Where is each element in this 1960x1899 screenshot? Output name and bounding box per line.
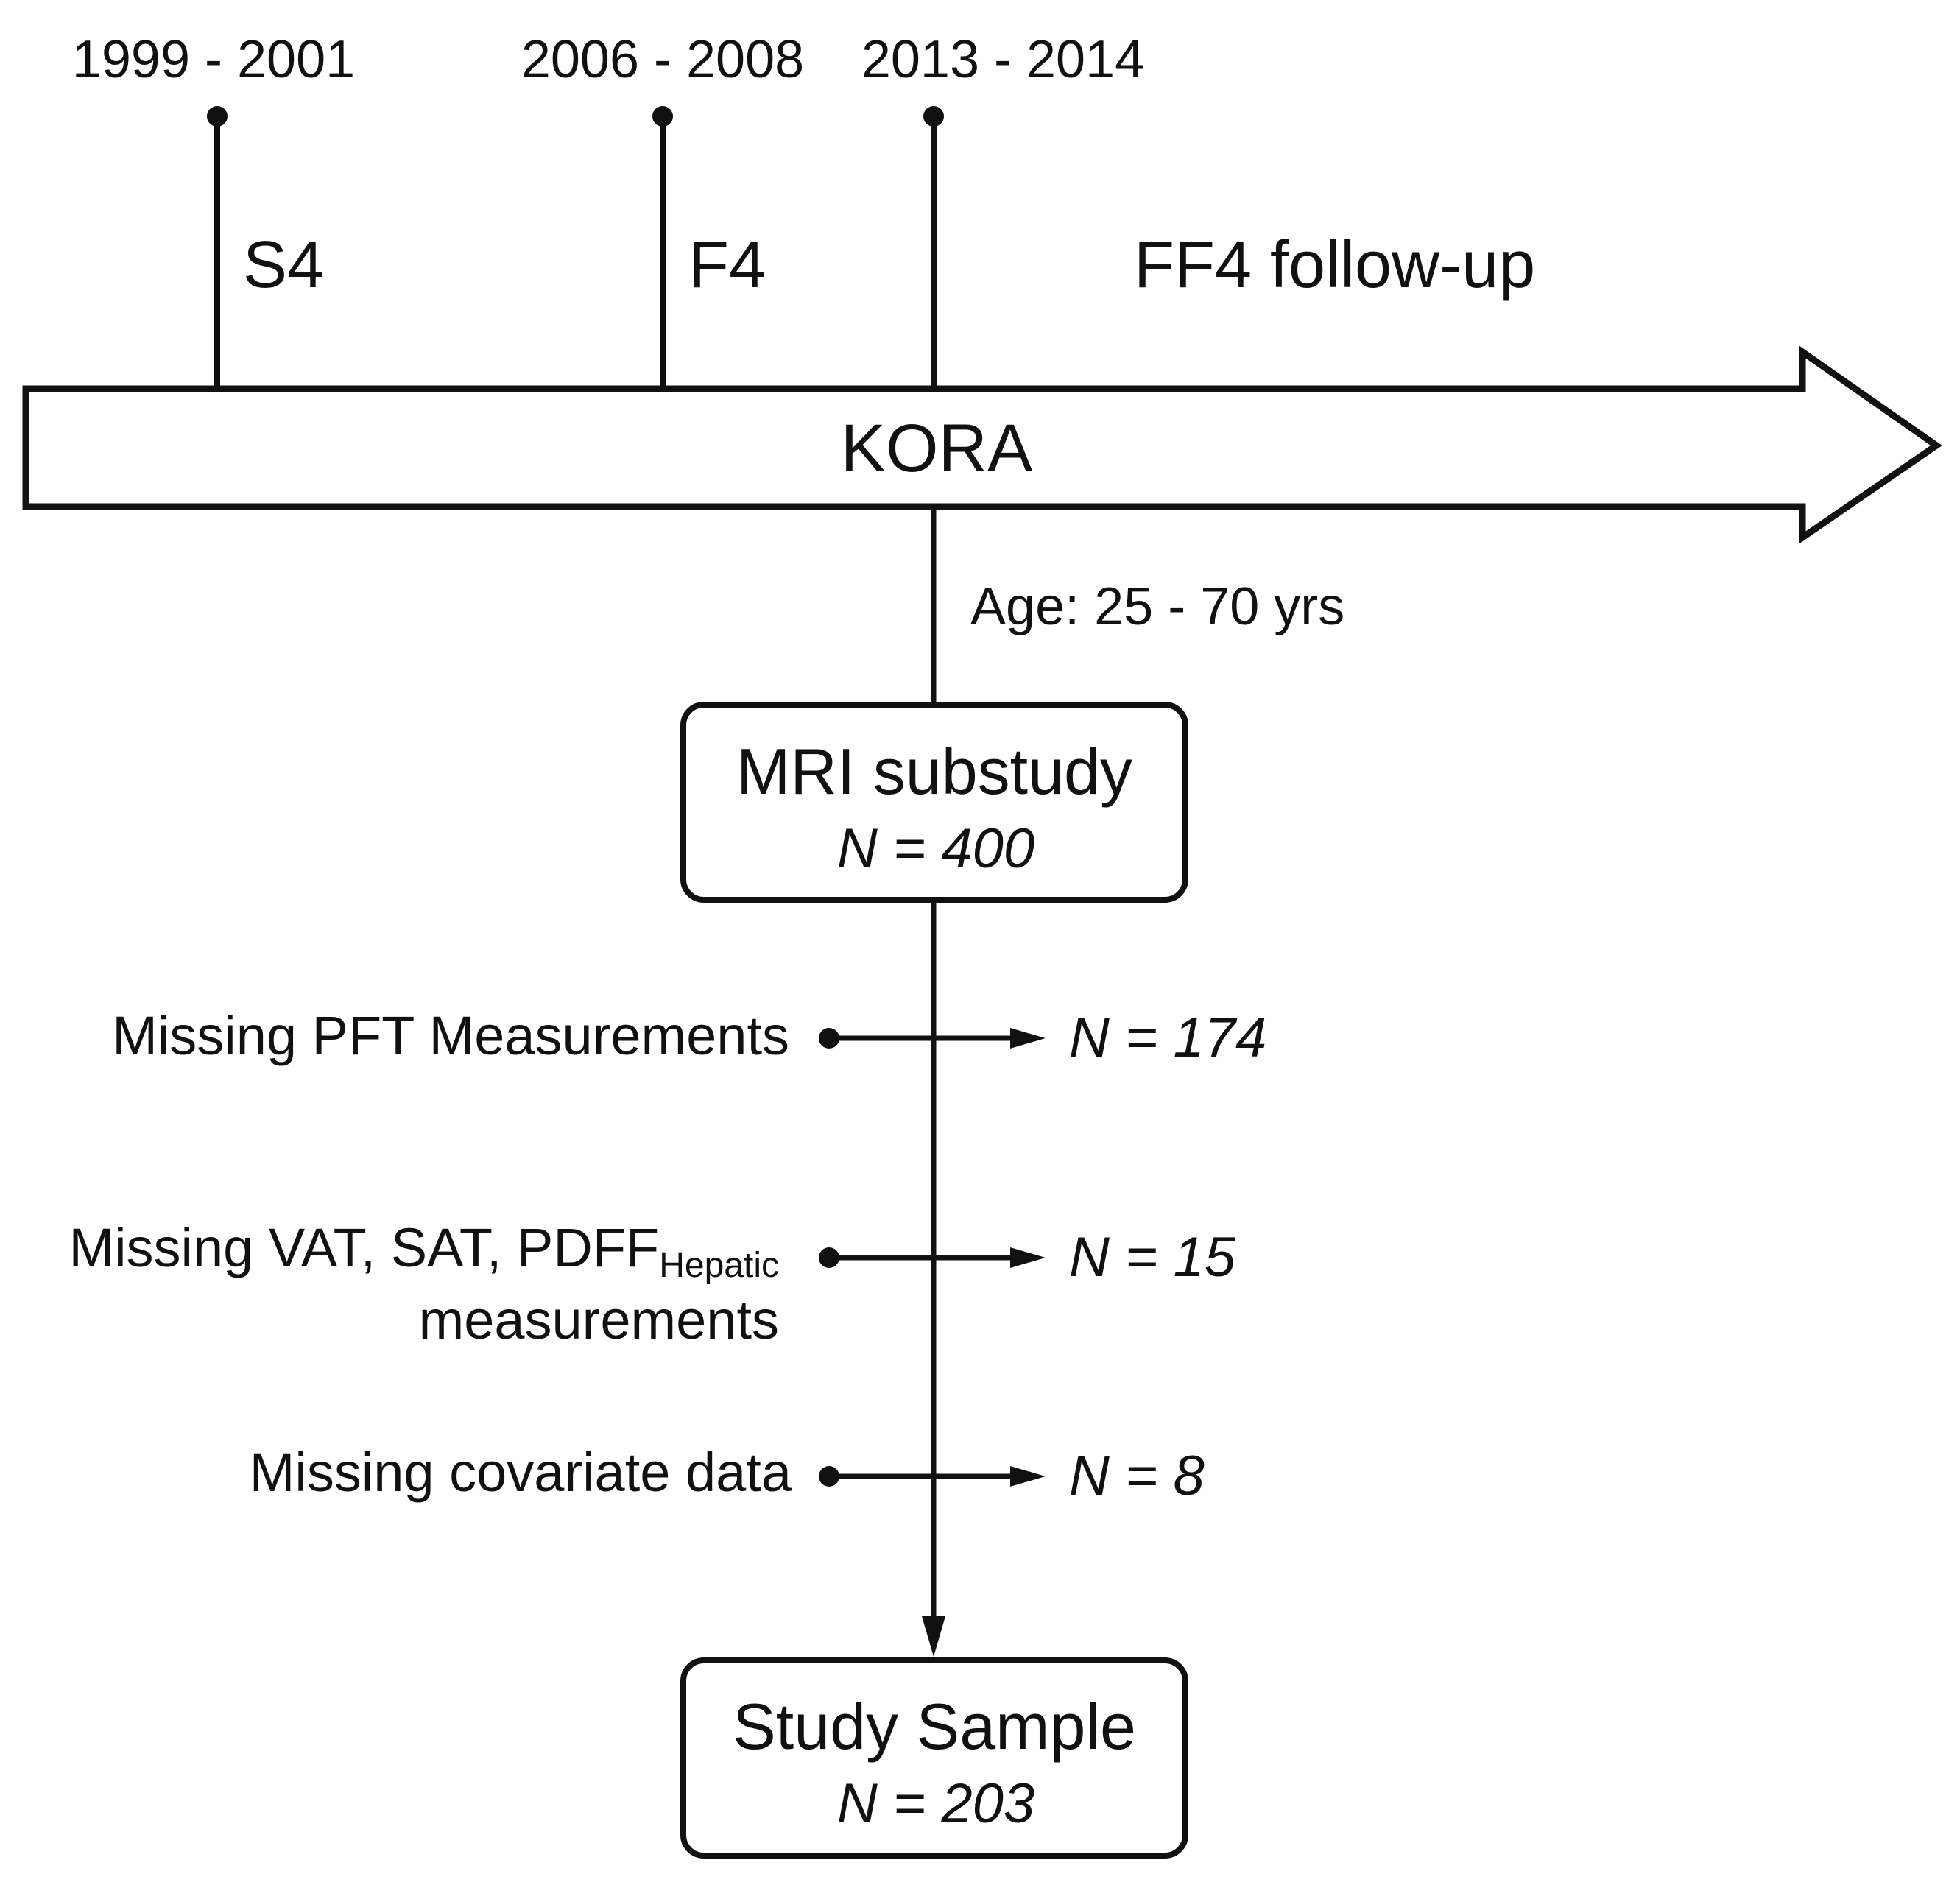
mri-substudy-box: MRI substudy N = 400 — [680, 702, 1188, 903]
year-label-ff4: 2013 - 2014 — [861, 30, 1144, 89]
phase-label-s4: S4 — [243, 228, 324, 302]
timeline-marker-ff4 — [923, 106, 944, 387]
spine-arrowhead — [922, 1616, 945, 1657]
phase-label-ff4: FF4 follow-up — [1134, 228, 1535, 302]
exclusion-count-pft: N = 174 — [1069, 1007, 1266, 1069]
exclusion-label-pft: Missing PFT Measurements — [112, 1005, 789, 1066]
exclusion-row-pft: Missing PFT Measurements N = 174 — [112, 1005, 1266, 1069]
exclusion-count-covariate: N = 8 — [1069, 1445, 1205, 1507]
exclusion-row-covariate: Missing covariate data N = 8 — [250, 1442, 1205, 1507]
phase-label-f4: F4 — [688, 228, 766, 302]
year-label-f4: 2006 - 2008 — [521, 30, 804, 89]
age-note: Age: 25 - 70 yrs — [970, 577, 1344, 636]
exclusion-label-vat-sat-pdff-line2: measurements — [419, 1289, 779, 1350]
study-sample-count: N = 203 — [837, 1772, 1034, 1835]
year-label-s4: 1999 - 2001 — [72, 30, 355, 89]
timeline-marker-f4 — [652, 106, 673, 387]
study-sample-title: Study Sample — [733, 1690, 1136, 1763]
study-sample-box: Study Sample N = 203 — [680, 1657, 1188, 1859]
exclusion-count-vat-sat-pdff: N = 15 — [1069, 1226, 1236, 1289]
exclusion-label-covariate: Missing covariate data — [250, 1442, 792, 1503]
mri-substudy-count: N = 400 — [837, 817, 1034, 880]
exclusion-label-vat-sat-pdff-main: Missing VAT, SAT, PDFF — [68, 1217, 659, 1278]
exclusion-label-vat-sat-pdff-subscript: Hepatic — [659, 1246, 779, 1285]
exclusion-row-vat-sat-pdff: Missing VAT, SAT, PDFFHepatic measuremen… — [68, 1217, 1235, 1350]
kora-timeline-arrow — [22, 345, 1942, 544]
kora-label: KORA — [841, 411, 1033, 486]
mri-substudy-title: MRI substudy — [736, 735, 1132, 808]
exclusion-label-vat-sat-pdff: Missing VAT, SAT, PDFFHepatic — [68, 1217, 779, 1285]
timeline-marker-s4 — [207, 106, 228, 387]
